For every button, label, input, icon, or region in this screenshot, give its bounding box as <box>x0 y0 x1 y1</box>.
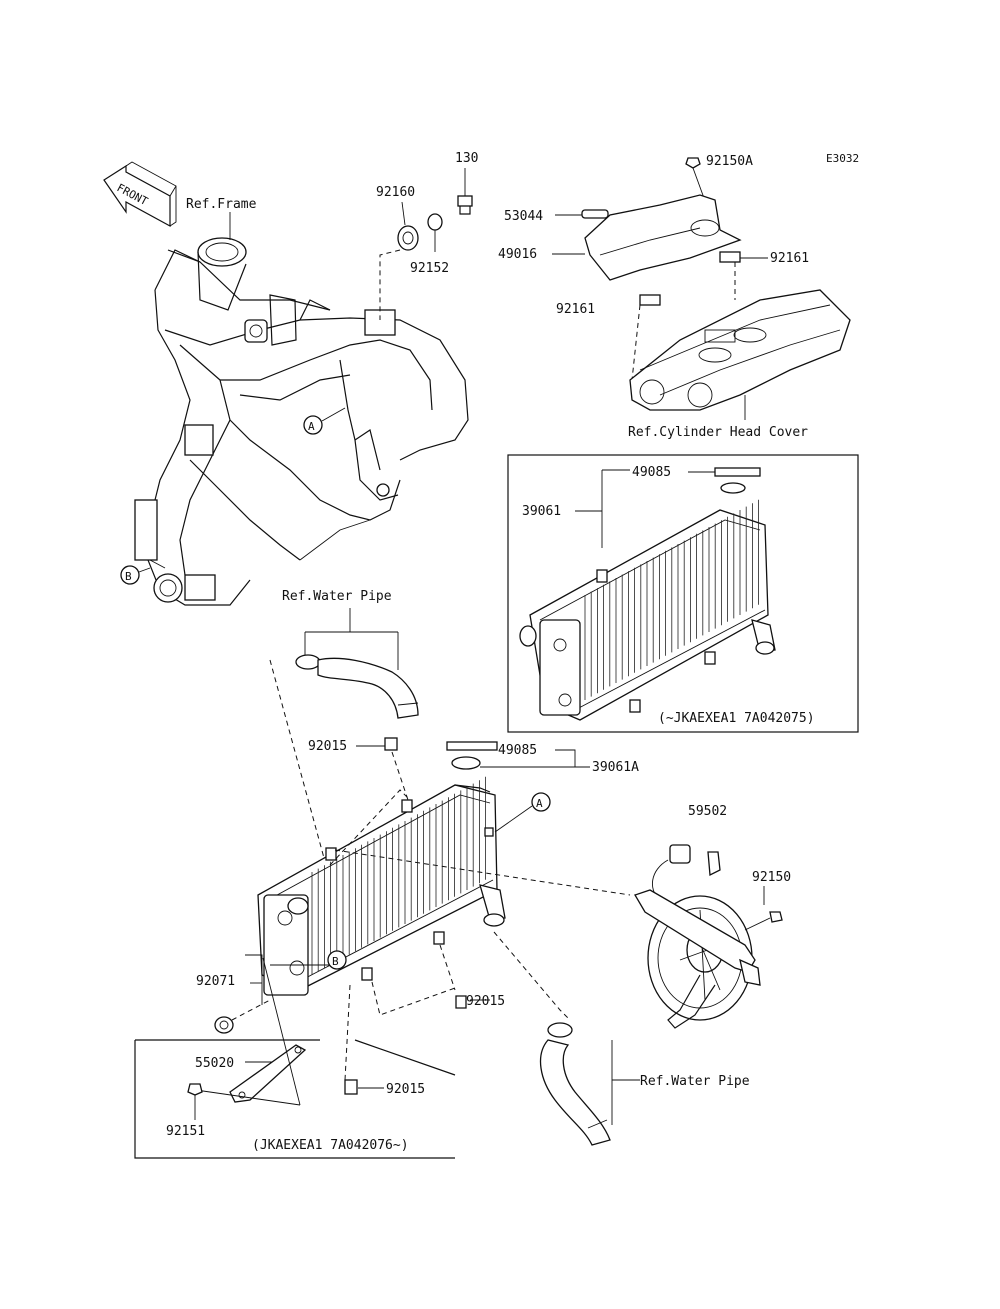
cover-plate-49016 <box>584 194 742 281</box>
part-92152: 92152 <box>410 261 449 276</box>
ref-frame-label: Ref.Frame <box>186 197 257 212</box>
clip-92015-top <box>384 737 398 751</box>
part-55020: 55020 <box>195 1056 234 1071</box>
part-92150: 92150 <box>752 870 791 885</box>
marker-a-frame-label: A <box>308 420 315 433</box>
marker-a-frame: A <box>303 407 346 435</box>
part-92151: 92151 <box>166 1124 205 1139</box>
grommet-92160 <box>397 225 419 251</box>
part-39061A: 39061A <box>592 760 639 775</box>
ref-water-pipe-top-label: Ref.Water Pipe <box>282 589 392 604</box>
pad-92161-right <box>719 251 741 263</box>
radiator-main-drawing <box>257 776 506 996</box>
ref-water-pipe-bottom-label: Ref.Water Pipe <box>640 1074 750 1089</box>
collar-92152 <box>427 213 443 252</box>
clip-92015-bot <box>344 1079 358 1095</box>
inset-bottom-note: (JKAEXEA1 7A042076~) <box>252 1138 409 1153</box>
bolt-130 <box>457 195 473 215</box>
marker-b-radiator-label: B <box>332 955 339 968</box>
part-92160: 92160 <box>376 185 415 200</box>
bracket-55020 <box>229 1044 307 1103</box>
bolt-92151 <box>187 1083 203 1096</box>
cap-49085-inset <box>714 467 761 494</box>
radiator-old-drawing <box>519 499 776 721</box>
inset-old-radiator-box <box>507 454 859 733</box>
front-label: FRONT <box>115 181 151 208</box>
clip-92015-mid <box>455 995 467 1009</box>
part-92071: 92071 <box>196 974 235 989</box>
marker-a-radiator-label: A <box>536 797 543 810</box>
inset-new-box <box>134 1040 455 1159</box>
marker-b-frame: B <box>120 565 151 585</box>
water-pipe-top-drawing <box>295 654 419 719</box>
frame-drawing <box>134 237 469 606</box>
grommet-92071 <box>214 1016 234 1034</box>
part-92150A: 92150A <box>706 154 753 169</box>
ref-cylinder-head-cover-label: Ref.Cylinder Head Cover <box>628 425 808 440</box>
front-arrow-icon: FRONT <box>103 161 177 228</box>
marker-a-radiator: A <box>494 792 551 833</box>
pad-92161-left <box>639 294 661 306</box>
marker-b-frame-label: B <box>125 570 132 583</box>
part-92161-right: 92161 <box>770 251 809 266</box>
part-130: 130 <box>455 151 478 166</box>
inset-top-note: (~JKAEXEA1 7A042075) <box>658 711 815 726</box>
pin-53044 <box>581 209 609 219</box>
cap-49085 <box>446 741 498 770</box>
part-53044: 53044 <box>504 209 543 224</box>
diagram-code: E3032 <box>826 152 859 165</box>
water-pipe-bottom-drawing <box>539 1022 611 1146</box>
cylinder-head-cover-drawing <box>629 289 851 411</box>
part-92015-top: 92015 <box>308 739 347 754</box>
fan-assembly-drawing <box>634 844 761 1029</box>
part-49085-inset: 49085 <box>632 465 671 480</box>
marker-b-radiator: B <box>327 950 347 970</box>
part-92015-mid: 92015 <box>466 994 505 1009</box>
part-59502: 59502 <box>688 804 727 819</box>
bolt-92150 <box>769 911 783 923</box>
part-49085: 49085 <box>498 743 537 758</box>
part-92015-bot: 92015 <box>386 1082 425 1097</box>
part-49016: 49016 <box>498 247 537 262</box>
part-39061: 39061 <box>522 504 561 519</box>
part-92161-left: 92161 <box>556 302 595 317</box>
